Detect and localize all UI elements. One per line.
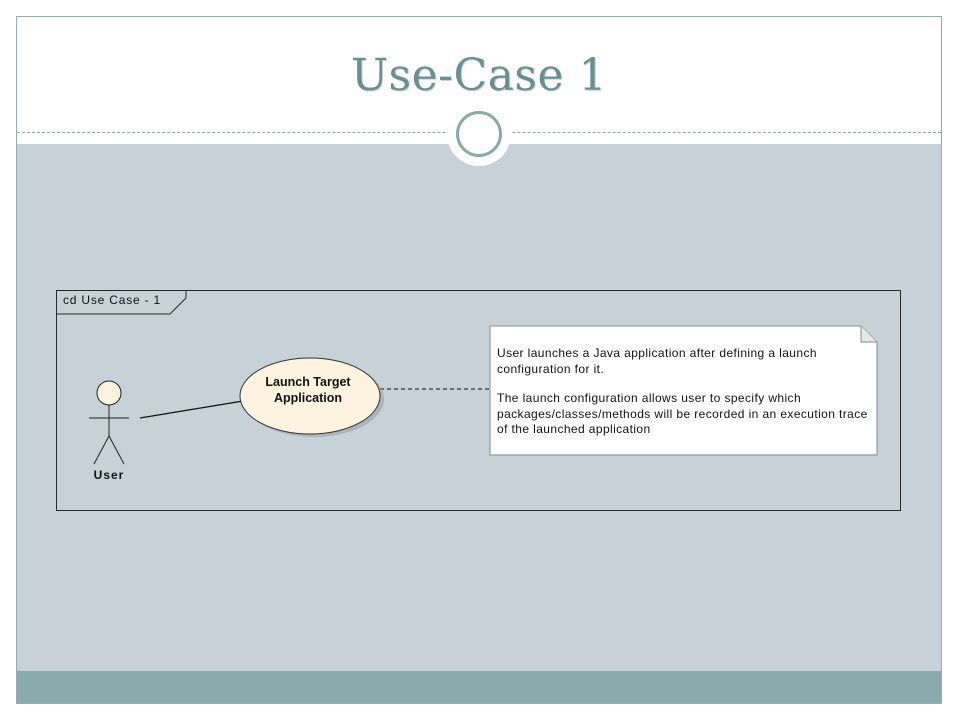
diagram-frame-label: cd Use Case - 1 xyxy=(63,293,162,307)
use-case-label-line2: Application xyxy=(273,391,343,405)
use-case-label: Launch Target Application xyxy=(248,374,368,406)
actor-label: User xyxy=(93,468,125,482)
note-box xyxy=(489,325,878,456)
circle-ornament-ring xyxy=(456,111,502,157)
actor-head xyxy=(96,380,122,406)
note-paragraph-1: User launches a Java application after d… xyxy=(497,346,817,376)
footer-band xyxy=(17,671,941,703)
use-case-ellipse xyxy=(239,357,381,435)
association-line xyxy=(139,400,244,419)
actor-figure xyxy=(89,380,129,465)
diagram-frame xyxy=(56,290,901,511)
note-text: User launches a Java application after d… xyxy=(497,346,869,452)
note-paragraph-2: The launch configuration allows user to … xyxy=(497,391,868,436)
note-fold xyxy=(860,326,877,343)
use-case-label-line1: Launch Target xyxy=(265,375,351,389)
slide-title: Use-Case 1 xyxy=(350,50,608,101)
frame-label-box xyxy=(56,290,187,315)
